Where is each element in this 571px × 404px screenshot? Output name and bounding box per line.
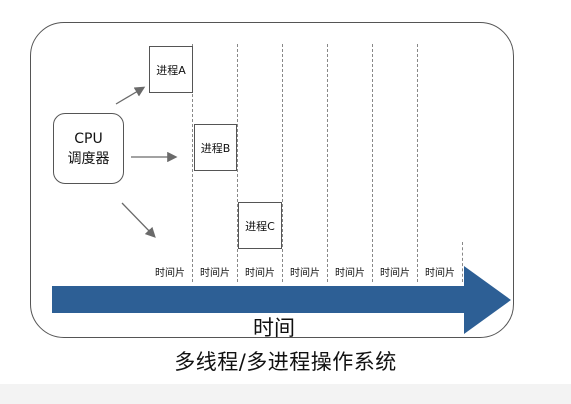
process-b-label: 进程B xyxy=(200,141,231,155)
cpu-scheduler-line1: CPU xyxy=(74,130,103,147)
arrow-to-process-a xyxy=(115,86,146,105)
time-axis-label: 时间 xyxy=(253,316,295,340)
time-slice-label: 时间片 xyxy=(335,268,365,279)
cpu-scheduler-line2: 调度器 xyxy=(67,150,110,167)
time-slice-label: 时间片 xyxy=(380,268,410,279)
process-c-box: 进程C xyxy=(238,202,282,249)
time-axis-arrow xyxy=(52,266,511,334)
process-b-box: 进程B xyxy=(194,124,237,171)
time-slice-divider xyxy=(192,44,193,282)
time-slice-label: 时间片 xyxy=(155,268,185,279)
cpu-scheduler-box: CPU 调度器 xyxy=(53,113,124,184)
time-slice-divider xyxy=(282,44,283,282)
process-c-label: 进程C xyxy=(245,219,275,233)
bottom-band xyxy=(0,384,571,404)
time-slice-divider xyxy=(417,44,418,282)
time-slice-label: 时间片 xyxy=(200,268,230,279)
figure-caption: 多线程/多进程操作系统 xyxy=(174,350,397,374)
time-slice-divider xyxy=(462,242,463,282)
process-a-box: 进程A xyxy=(149,46,193,93)
process-a-label: 进程A xyxy=(156,63,186,77)
arrow-to-process-c xyxy=(121,202,156,238)
time-slice-divider xyxy=(372,44,373,282)
time-slice-label: 时间片 xyxy=(425,268,455,279)
time-slice-label: 时间片 xyxy=(245,268,275,279)
time-slice-divider xyxy=(237,44,238,282)
time-slice-divider xyxy=(327,44,328,282)
time-slice-label: 时间片 xyxy=(290,268,320,279)
